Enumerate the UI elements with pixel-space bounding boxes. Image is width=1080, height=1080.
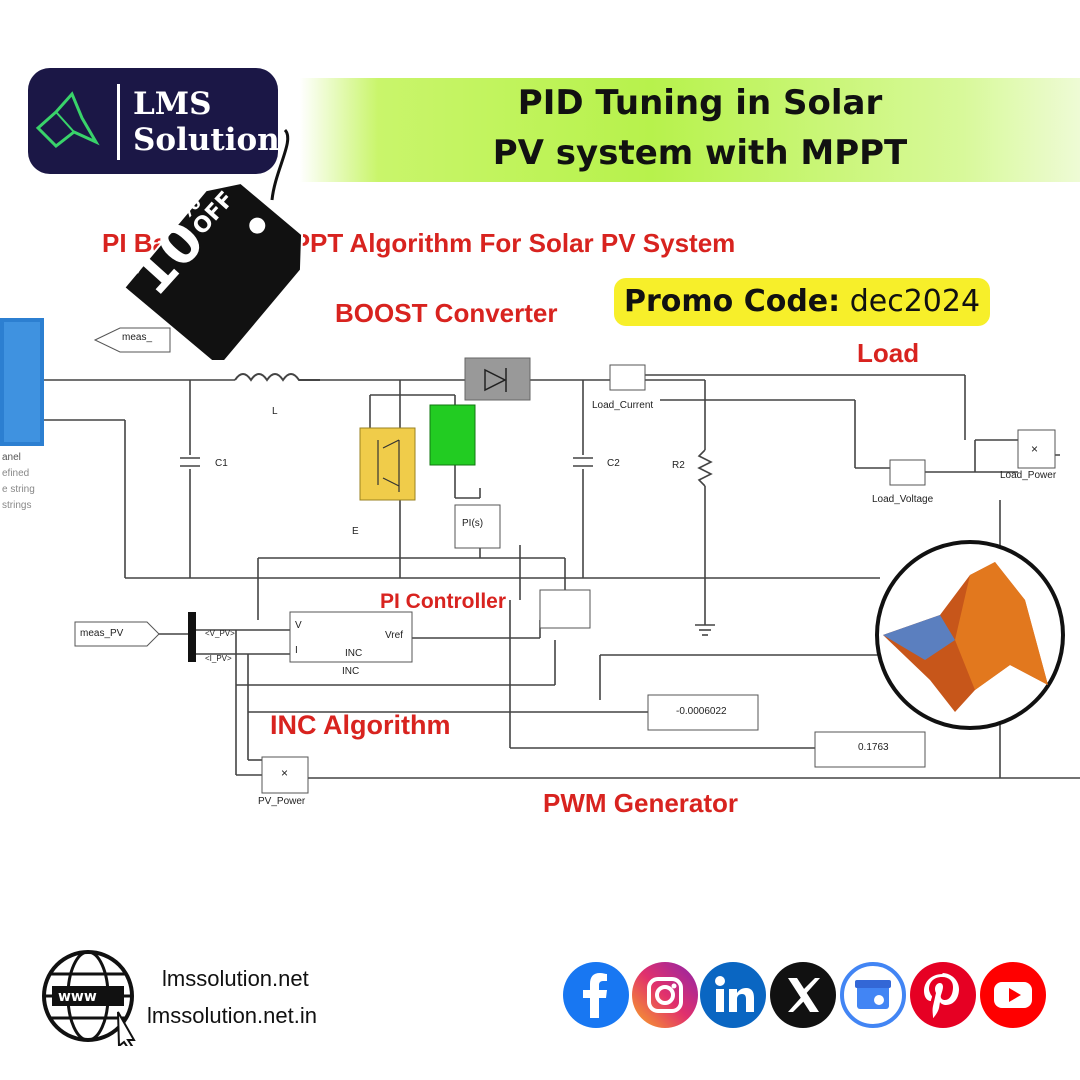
meas-pv-tag: meas_PV: [80, 628, 124, 639]
load-label: Load: [857, 338, 920, 368]
inc-inner-label: INC: [345, 648, 363, 659]
display-value-2: 0.1763: [858, 742, 889, 753]
i-pv-label: <I_PV>: [205, 654, 232, 663]
boost-label: BOOST Converter: [335, 298, 558, 328]
inc-block-label: INC: [342, 666, 360, 677]
c1-label: C1: [215, 458, 228, 469]
title-banner: [300, 78, 1080, 182]
website-link-1[interactable]: lmssolution.net: [162, 966, 309, 991]
panel-label-4: strings: [2, 500, 32, 511]
logo-divider: [117, 84, 120, 160]
logo-text-line2: Solution: [133, 122, 280, 158]
gate-block: [429, 404, 476, 466]
panel-label-1: anel: [2, 452, 21, 463]
page-title: PID Tuning in Solar PV system with MPPT: [492, 83, 908, 173]
promo-code: Promo Code: dec2024: [614, 278, 991, 326]
v-port-label: V: [295, 620, 302, 631]
logo-text-line1: LMS: [133, 86, 212, 122]
v-pv-label: <V_PV>: [205, 629, 235, 638]
google-business-icon[interactable]: [840, 962, 906, 1028]
logo-mark-icon: [35, 91, 100, 148]
inductor-label: L: [272, 406, 278, 417]
pi-s-label: PI(s): [462, 518, 484, 529]
load-product-icon: ×: [1031, 442, 1039, 456]
inc-algorithm-label: INC Algorithm: [270, 710, 451, 740]
pinterest-icon[interactable]: [910, 962, 976, 1028]
promo-label: Promo Code:: [624, 284, 841, 319]
website-link-2[interactable]: lmssolution.net.in: [147, 1003, 317, 1028]
i-port-label: I: [295, 645, 298, 656]
www-label: www: [58, 989, 97, 1005]
globe-icon: [42, 950, 136, 1046]
load-power-label: Load_Power: [1000, 470, 1057, 481]
instagram-icon[interactable]: [632, 962, 698, 1028]
pi-block: [454, 504, 501, 549]
linkedin-icon[interactable]: [700, 962, 766, 1028]
pwm-generator-label: PWM Generator: [543, 788, 739, 818]
facebook-icon[interactable]: [563, 962, 629, 1028]
e-label: E: [352, 526, 359, 537]
igbt-block: [359, 427, 416, 501]
pi-controller-label: PI Controller: [380, 590, 507, 613]
r2-label: R2: [672, 460, 685, 471]
meas-tag: meas_: [122, 332, 153, 343]
promo-value: dec2024: [849, 284, 981, 319]
logo: [28, 68, 278, 174]
load-current-label: Load_Current: [592, 400, 654, 411]
panel-label-2: efined: [2, 468, 30, 479]
pv-power-label: PV_Power: [258, 796, 306, 807]
vref-label: Vref: [385, 630, 403, 641]
x-icon[interactable]: [770, 962, 836, 1028]
discount-tag-icon: [122, 128, 304, 360]
panel-label-3: e string: [2, 484, 35, 495]
diode-block: [464, 357, 531, 401]
inductor: [234, 373, 320, 382]
display-value-1: -0.0006022: [676, 706, 727, 717]
youtube-icon[interactable]: [980, 962, 1046, 1028]
load-voltage-label: Load_Voltage: [872, 494, 934, 505]
c2-label: C2: [607, 458, 620, 469]
pv-product-icon: ×: [281, 766, 289, 780]
